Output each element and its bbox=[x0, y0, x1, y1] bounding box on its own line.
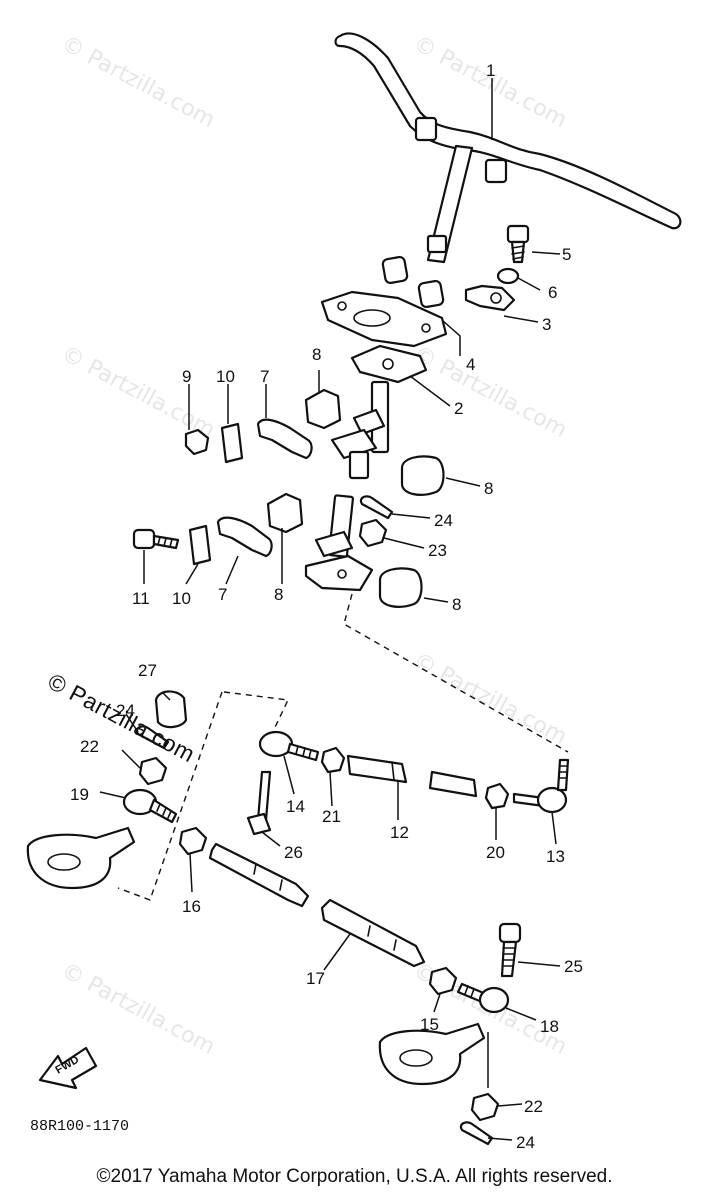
callout-12: 12 bbox=[390, 823, 409, 842]
steering-knuckle-left bbox=[26, 826, 136, 890]
callout-8: 8 bbox=[484, 479, 493, 498]
handlebar bbox=[334, 32, 682, 309]
tie-rod-end-13 bbox=[512, 758, 570, 814]
callout-22: 22 bbox=[524, 1097, 543, 1116]
callout-8: 8 bbox=[452, 595, 461, 614]
holder-cap-3 bbox=[464, 284, 516, 312]
bushing-8 bbox=[266, 388, 445, 608]
callout-5: 5 bbox=[562, 245, 571, 264]
callout-7: 7 bbox=[260, 367, 269, 386]
tie-rod-end-19 bbox=[122, 788, 178, 824]
callout-21: 21 bbox=[322, 807, 341, 826]
steering-knuckle-right bbox=[378, 1022, 486, 1086]
nut-23 bbox=[358, 518, 388, 548]
callout-18: 18 bbox=[540, 1017, 559, 1036]
watermark: © Partzilla.com bbox=[409, 648, 571, 750]
fwd-arrow: FWD bbox=[38, 1046, 98, 1090]
tie-rod-end-14 bbox=[258, 730, 320, 762]
callout-10: 10 bbox=[216, 367, 235, 386]
callout-27: 27 bbox=[138, 661, 157, 680]
watermark: © Partzilla.com bbox=[409, 341, 571, 443]
callout-3: 3 bbox=[542, 315, 551, 334]
bolt-11 bbox=[132, 528, 180, 550]
tie-rod-12b bbox=[428, 770, 478, 798]
tie-rod-12 bbox=[346, 754, 408, 784]
nut-20 bbox=[484, 782, 510, 810]
plate-10 bbox=[188, 422, 244, 566]
leader-lines bbox=[99, 78, 561, 1141]
nut-22-lower bbox=[470, 1092, 500, 1122]
callout-24: 24 bbox=[434, 511, 453, 530]
callout-20: 20 bbox=[486, 843, 505, 862]
callout-15: 15 bbox=[420, 1015, 439, 1034]
drawing-code: 88R100-1170 bbox=[30, 1118, 129, 1135]
callout-13: 13 bbox=[546, 847, 565, 866]
callout-25: 25 bbox=[564, 957, 583, 976]
callouts: 1 2 3 4 5 6 7 8 9 10 8 24 23 11 10 7 8 8… bbox=[70, 61, 583, 1152]
callout-6: 6 bbox=[548, 283, 557, 302]
callout-24: 24 bbox=[516, 1133, 535, 1152]
cotter-pin-24-upper bbox=[359, 495, 394, 520]
bolt-25 bbox=[498, 922, 522, 978]
callout-2: 2 bbox=[454, 399, 463, 418]
assembly-line bbox=[343, 593, 569, 753]
callout-24: 24 bbox=[116, 701, 135, 720]
cotter-pin-24-lower bbox=[459, 1121, 494, 1146]
watermark: © Partzilla.com bbox=[57, 958, 219, 1060]
tie-rod-end-18 bbox=[456, 982, 510, 1014]
clamp-7 bbox=[216, 418, 313, 558]
callout-14: 14 bbox=[286, 797, 305, 816]
copyright-notice: ©2017 Yamaha Motor Corporation, U.S.A. A… bbox=[96, 1166, 613, 1187]
steering-column-lower bbox=[304, 494, 374, 592]
callout-8: 8 bbox=[312, 345, 321, 364]
bolt-5 bbox=[506, 224, 530, 264]
watermark: © Partzilla.com bbox=[57, 341, 219, 443]
callout-17: 17 bbox=[306, 969, 325, 988]
callout-1: 1 bbox=[486, 61, 495, 80]
nut-21 bbox=[320, 746, 346, 774]
washer-6 bbox=[496, 267, 520, 285]
handlebar-clamp-mark bbox=[414, 116, 438, 142]
callout-19: 19 bbox=[70, 785, 89, 804]
assembly-line bbox=[117, 691, 223, 901]
callout-22: 22 bbox=[80, 737, 99, 756]
callout-23: 23 bbox=[428, 541, 447, 560]
cap-27 bbox=[154, 690, 188, 729]
callout-9: 9 bbox=[182, 367, 191, 386]
handlebar-clamp-mark bbox=[484, 158, 508, 184]
handle-holder bbox=[320, 290, 448, 348]
callout-7: 7 bbox=[218, 585, 227, 604]
callout-11: 11 bbox=[132, 589, 150, 608]
bolt-26 bbox=[246, 770, 272, 836]
nut-9 bbox=[184, 428, 210, 456]
nut-15 bbox=[428, 966, 458, 996]
steering-column bbox=[330, 344, 428, 480]
nut-22-upper bbox=[138, 756, 168, 786]
nut-16 bbox=[178, 826, 208, 856]
callout-4: 4 bbox=[466, 355, 475, 374]
callout-8: 8 bbox=[274, 585, 283, 604]
callout-10: 10 bbox=[172, 589, 191, 608]
watermark: © Partzilla.com bbox=[57, 31, 219, 133]
callout-26: 26 bbox=[284, 843, 303, 862]
tie-rod-17 bbox=[208, 842, 426, 968]
callout-16: 16 bbox=[182, 897, 201, 916]
